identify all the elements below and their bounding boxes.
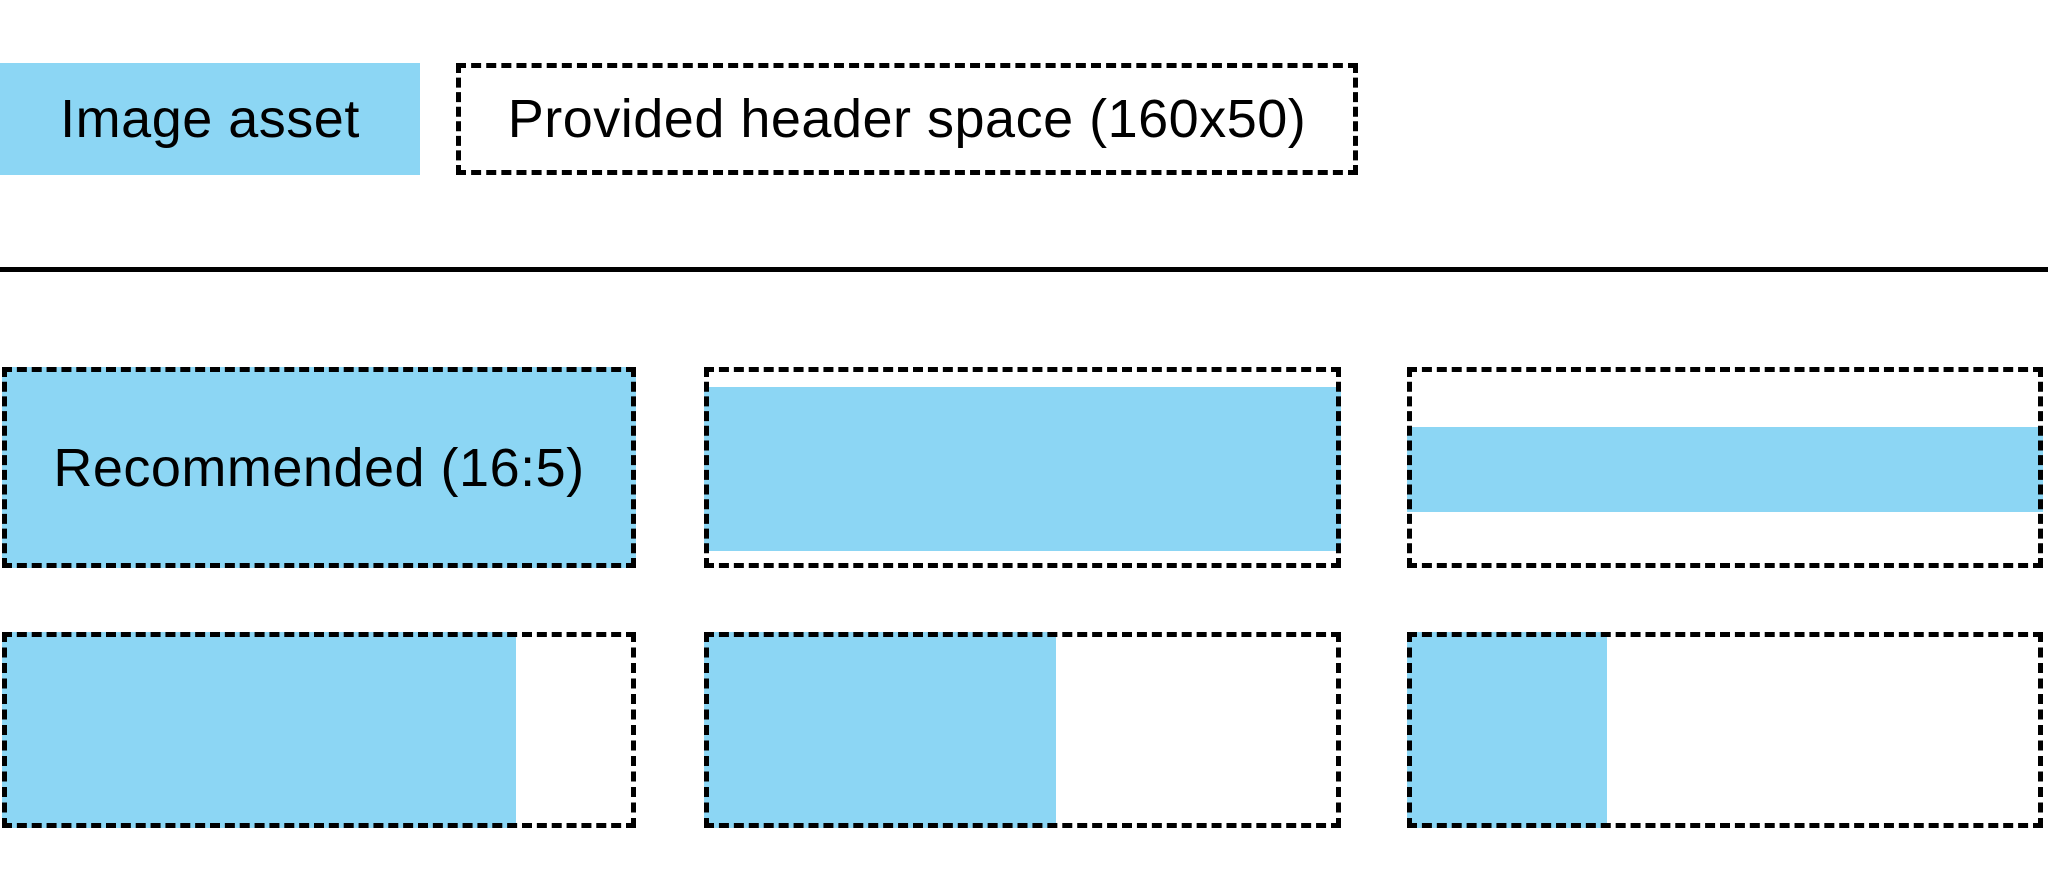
provided-header-space-label: Provided header space (160x50) <box>507 89 1307 149</box>
example-box-wider-letterbox-thick <box>704 367 1341 568</box>
recommended-label: Recommended (16:5) <box>53 437 585 498</box>
provided-header-space-box: Provided header space (160x50) <box>456 63 1358 175</box>
example-box-narrower-left-81 <box>2 632 636 828</box>
section-divider-line <box>0 267 2048 272</box>
image-asset-legend-swatch: Image asset <box>0 63 420 175</box>
example-box-widest-letterbox-thin <box>1407 367 2043 568</box>
example-box-narrowest-left-31 <box>1407 632 2043 828</box>
example-box-recommended-16-5: Recommended (16:5) <box>2 367 636 568</box>
example-box-narrower-left-55 <box>704 632 1341 828</box>
image-asset-label: Image asset <box>60 89 360 149</box>
